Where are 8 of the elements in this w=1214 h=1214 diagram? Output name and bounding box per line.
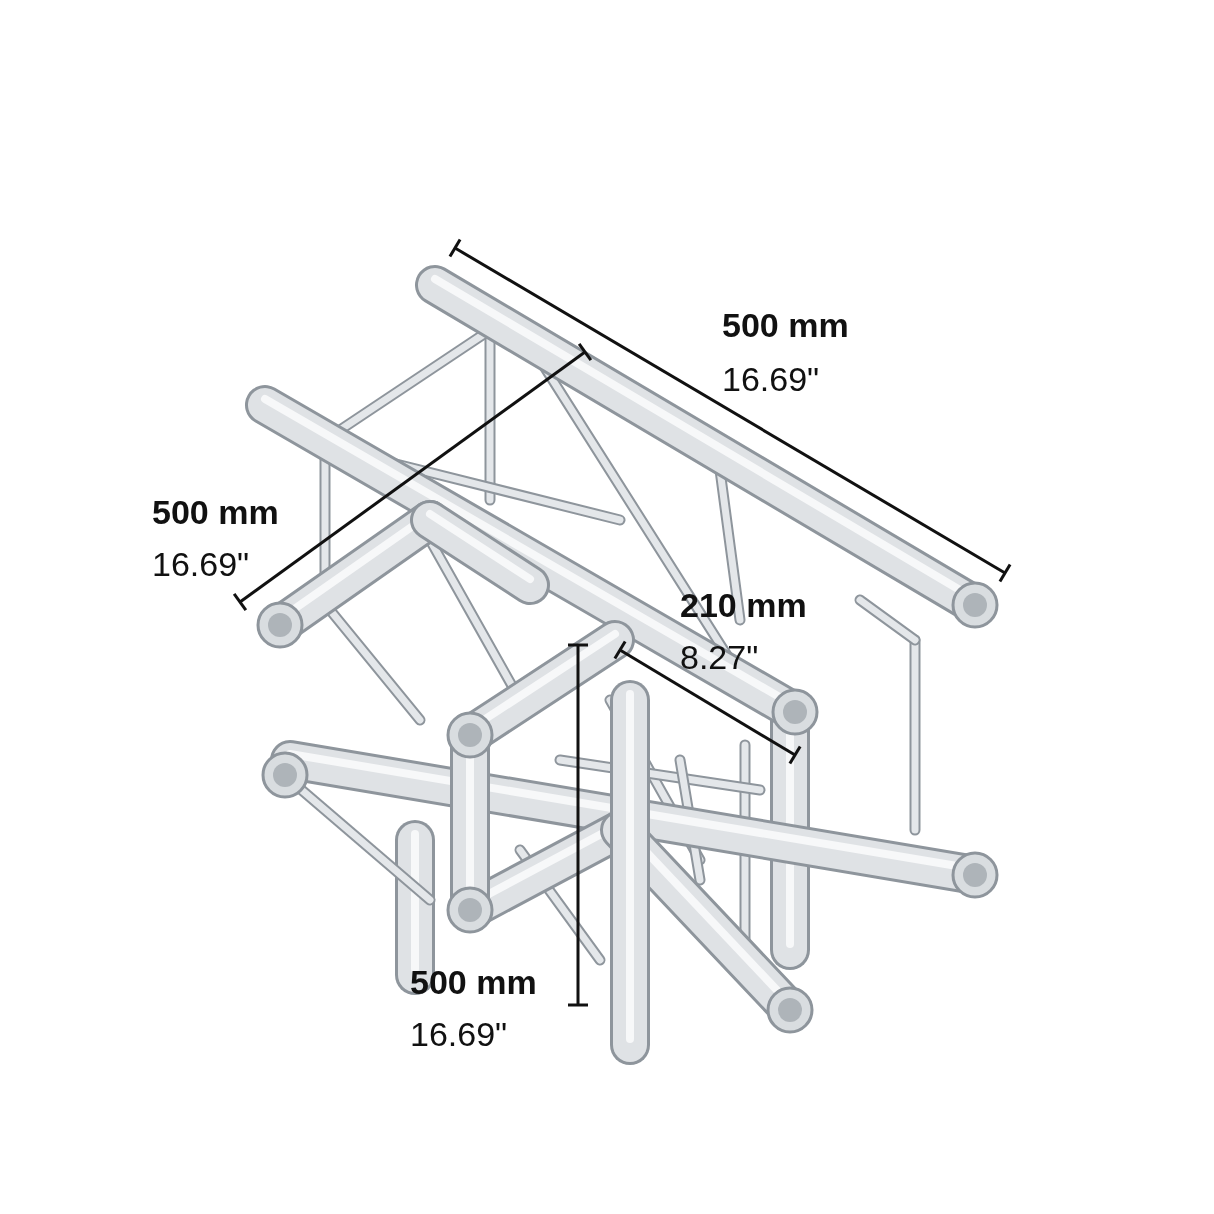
dimension-label: 16.69" bbox=[152, 547, 250, 581]
dimension-label: 8.27" bbox=[680, 640, 759, 674]
dimension-label: 16.69" bbox=[410, 1017, 508, 1051]
dimension-label: 210 mm bbox=[680, 588, 807, 622]
dimension-label: 500 mm bbox=[410, 965, 537, 999]
dimension-label: 16.69" bbox=[722, 362, 820, 396]
dimension-label: 500 mm bbox=[722, 308, 849, 342]
dimension-label: 500 mm bbox=[152, 495, 279, 529]
